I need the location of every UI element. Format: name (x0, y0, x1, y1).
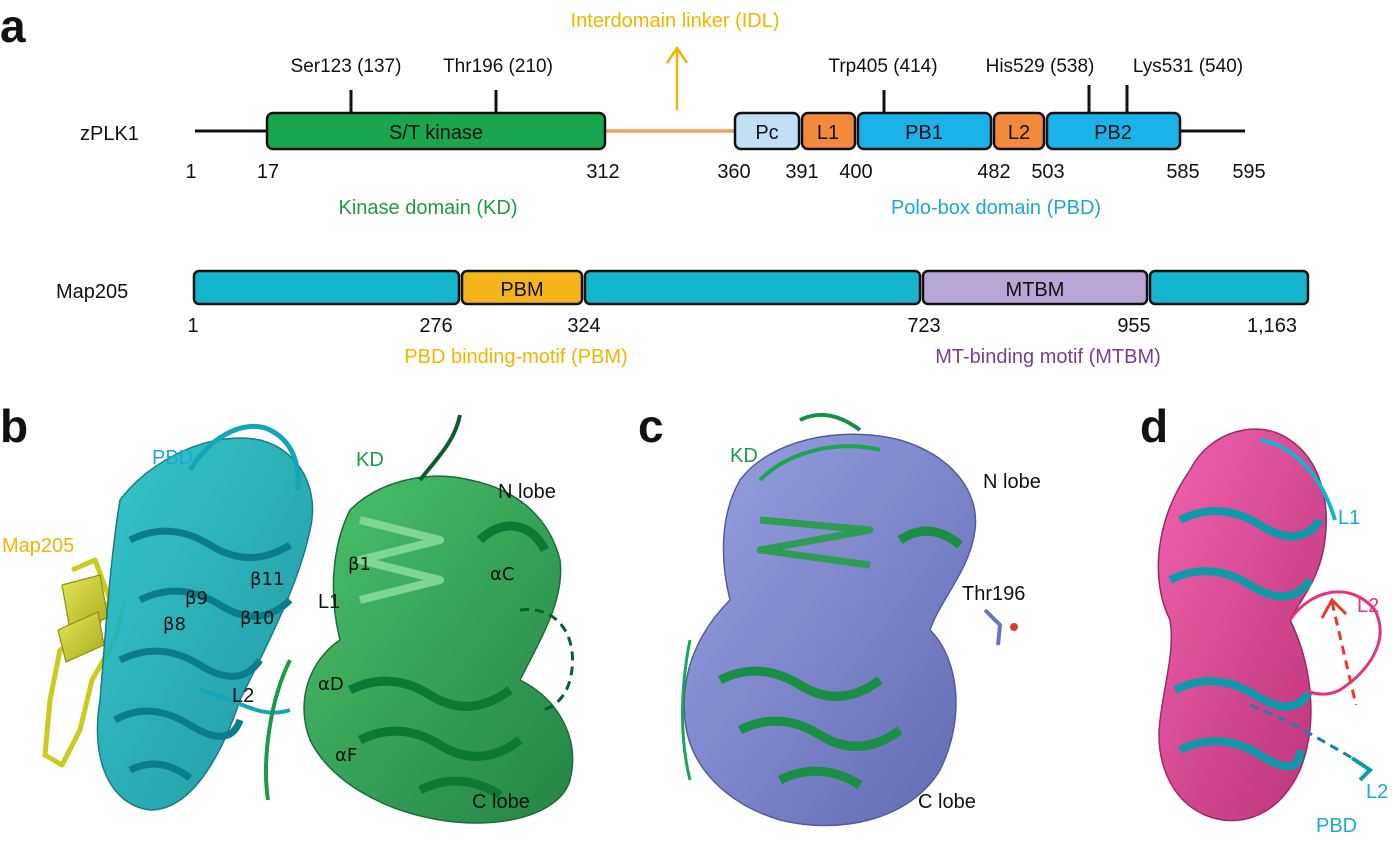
zplk1-pos-503: 503 (1031, 161, 1064, 183)
label-b-alphad: αD (318, 674, 344, 695)
panel-letter-b: b (0, 400, 28, 452)
domain-l2 (992, 111, 1046, 151)
label-d-l2-cyan: L2 (1366, 781, 1388, 803)
pbm-caption: PBD binding-motif (PBM) (404, 346, 627, 368)
pbd-superposition (1157, 428, 1382, 822)
map205-pbm (460, 269, 584, 306)
label-b-alphac: αC (490, 564, 514, 585)
label-b-beta9: β9 (185, 588, 208, 609)
map205-pos-955: 955 (1117, 315, 1150, 337)
pbd-caption: Polo-box domain (PBD) (891, 197, 1101, 219)
label-b-l2: L2 (232, 685, 254, 707)
domain-l2-label: L2 (1008, 122, 1030, 144)
map205-mtbm (921, 269, 1149, 306)
label-b-kd: KD (356, 449, 384, 471)
zplk1-pos-17: 17 (257, 161, 279, 183)
site-label-trp405: Trp405 (414) (828, 56, 937, 77)
kd-superposition (681, 412, 1018, 827)
domain-pc-label: Pc (755, 122, 778, 144)
domain-pb2 (1045, 111, 1182, 151)
map205-pos-1163: 1,163 (1247, 315, 1297, 337)
domain-st-kinase (265, 111, 607, 151)
label-b-c-lobe: C lobe (472, 791, 530, 813)
label-c-c-lobe: C lobe (918, 791, 976, 813)
domain-pc (733, 111, 801, 151)
zplk1-pos-312: 312 (586, 161, 619, 183)
panel-d: d L1 L2 L2 PBD (1140, 400, 1388, 837)
domain-l1 (800, 111, 857, 151)
map205-mtbm-label: MTBM (1006, 279, 1065, 301)
map205-pos-276: 276 (419, 315, 452, 337)
kd-caption: Kinase domain (KD) (339, 197, 518, 219)
label-c-n-lobe: N lobe (983, 471, 1041, 493)
site-label-lys531: Lys531 (540) (1133, 56, 1243, 77)
map205-segment-1 (192, 269, 461, 306)
label-b-beta8: β8 (163, 614, 186, 635)
map205-ribbon (42, 557, 128, 768)
domain-pb1 (856, 111, 993, 151)
panel-letter-d: d (1140, 400, 1168, 452)
zplk1-pos-360: 360 (717, 161, 750, 183)
idl-arrow-head (665, 45, 689, 64)
panel-b: b PBD (0, 400, 575, 824)
zplk1-pos-595: 595 (1232, 161, 1265, 183)
thr196-residue-marker (1010, 623, 1018, 631)
map205-pos-1: 1 (187, 315, 198, 337)
label-c-kd: KD (730, 445, 758, 467)
label-d-l2-pink: L2 (1357, 595, 1379, 617)
mtbm-caption: MT-binding motif (MTBM) (935, 346, 1161, 368)
zplk1-pos-400: 400 (839, 161, 872, 183)
map205-pbm-label: PBM (500, 279, 543, 301)
label-d-l1: L1 (1338, 507, 1360, 529)
site-label-ser123: Ser123 (137) (291, 56, 402, 77)
pbd-structure (96, 423, 314, 811)
kd-structure (264, 414, 575, 824)
label-b-beta1: β1 (348, 554, 371, 575)
domain-l1-label: L1 (817, 122, 839, 144)
zplk1-pos-482: 482 (977, 161, 1010, 183)
idl-label: Interdomain linker (IDL) (571, 10, 780, 32)
label-b-map205: Map205 (2, 535, 74, 557)
site-label-his529: His529 (538) (986, 56, 1095, 77)
map205-pos-324: 324 (567, 315, 600, 337)
zplk1-pos-585: 585 (1166, 161, 1199, 183)
label-c-thr196: Thr196 (962, 583, 1025, 605)
domain-st-kinase-label: S/T kinase (389, 122, 483, 144)
panel-a: a zPLK1 S/T kinase Pc L1 PB1 L2 PB2 Ser1… (0, 0, 1310, 368)
panel-letter-c: c (638, 400, 664, 452)
label-d-pbd: PBD (1316, 815, 1357, 837)
domain-pb2-label: PB2 (1094, 122, 1132, 144)
panel-c: c KD N lobe Thr196 C lobe (638, 400, 1041, 827)
label-b-beta10: β10 (240, 608, 274, 629)
zplk1-pos-1: 1 (185, 161, 196, 183)
label-b-alphaf: αF (335, 745, 357, 766)
domain-pb1-label: PB1 (905, 122, 943, 144)
map205-pos-723: 723 (907, 315, 940, 337)
zplk1-pos-391: 391 (785, 161, 818, 183)
panel-letter-a: a (0, 0, 26, 52)
label-b-n-lobe: N lobe (498, 481, 556, 503)
site-label-thr196: Thr196 (210) (443, 56, 553, 77)
label-b-beta11: β11 (250, 569, 284, 590)
label-b-l1: L1 (318, 591, 340, 613)
map205-segment-2 (583, 269, 922, 306)
map205-label: Map205 (56, 281, 128, 303)
map205-segment-3 (1148, 269, 1310, 306)
zplk1-label: zPLK1 (80, 123, 139, 145)
label-b-pbd: PBD (152, 447, 193, 469)
